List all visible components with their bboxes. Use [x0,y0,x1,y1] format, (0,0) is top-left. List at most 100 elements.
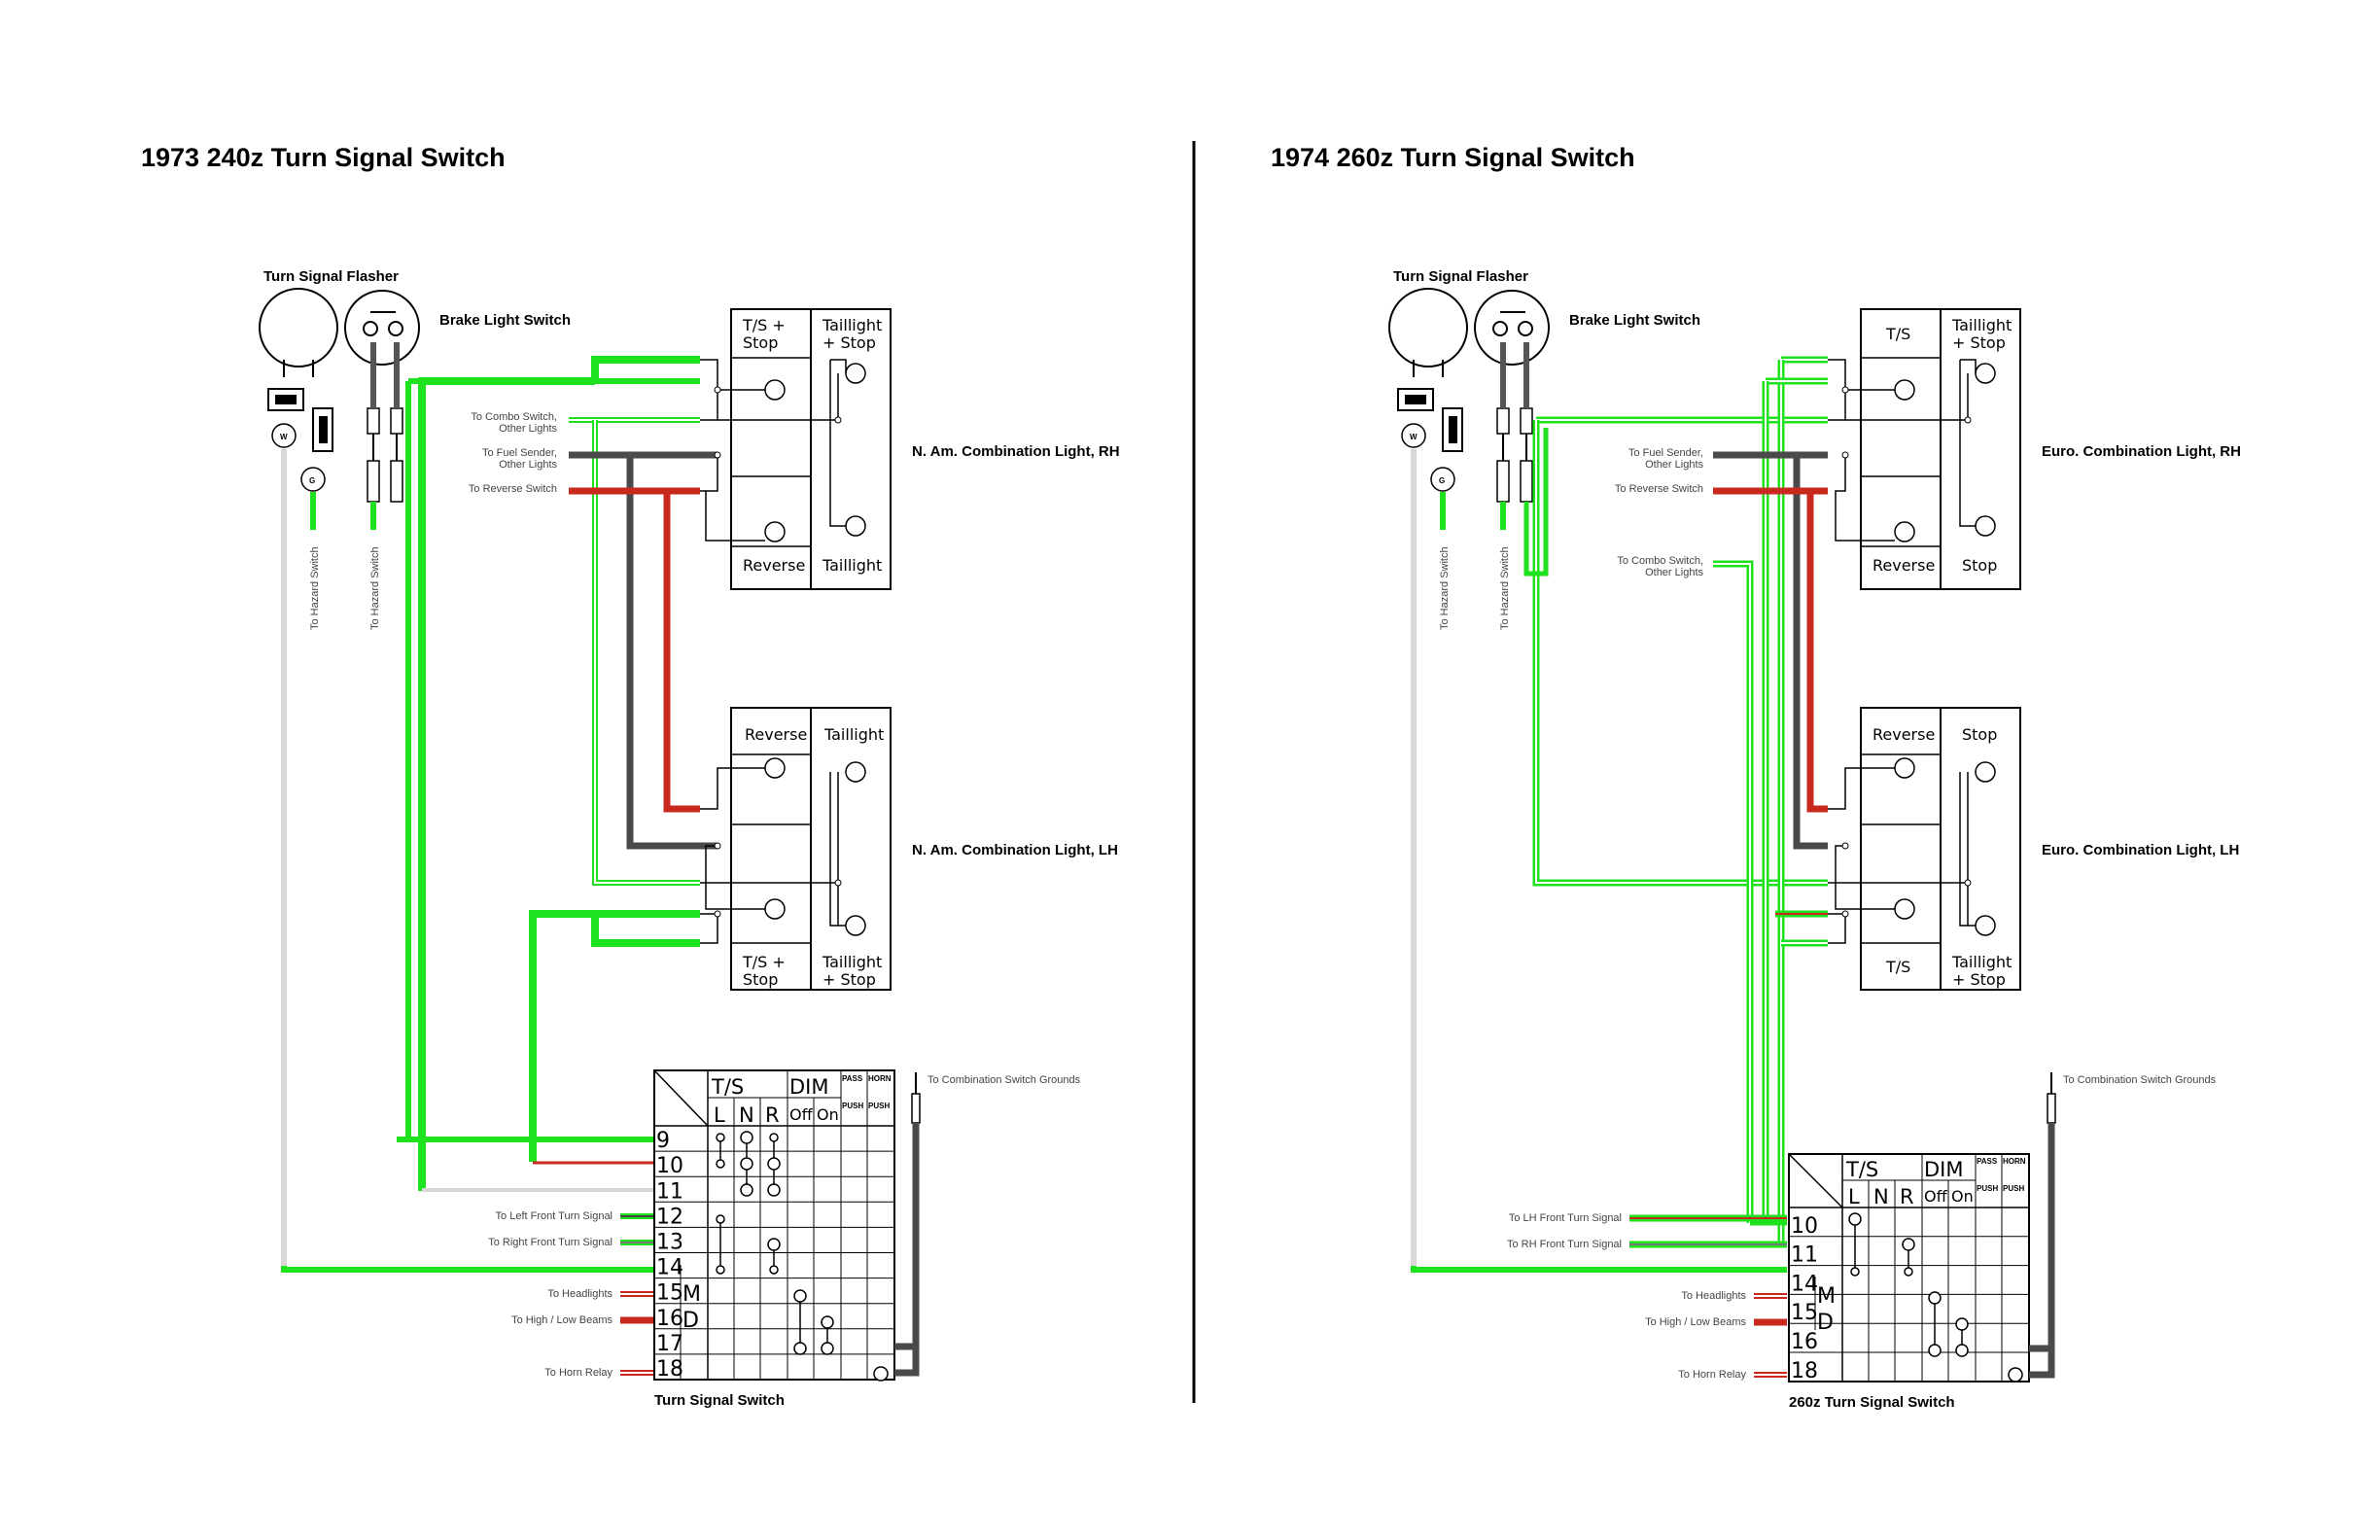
grid-row-number: 15 [656,1281,683,1306]
svg-text:To High / Low Beams: To High / Low Beams [511,1314,612,1326]
grid-row-number: 14 [656,1256,683,1280]
svg-text:W: W [280,433,288,441]
svg-text:R: R [1900,1185,1914,1208]
svg-text:Off: Off [1924,1187,1948,1206]
svg-text:D: D [1817,1311,1834,1335]
left-lh-label: N. Am. Combination Light, LH [912,842,1118,858]
left-lh-combination-light: Reverse Taillight T/S + Stop Taillight +… [700,707,892,991]
svg-text:Other Lights: Other Lights [499,423,557,435]
svg-text:To Hazard Switch: To Hazard Switch [369,546,381,630]
grid-row-number: 12 [656,1205,683,1229]
svg-text:Taillight: Taillight [823,725,884,744]
svg-text:To Combination Switch Grounds: To Combination Switch Grounds [928,1074,1081,1086]
svg-text:Taillight: Taillight [822,556,882,575]
svg-text:Off: Off [789,1105,814,1124]
svg-text:Turn Signal Flasher: Turn Signal Flasher [1393,268,1528,285]
right-brake-switch [1474,290,1550,366]
svg-text:To Headlights: To Headlights [1681,1290,1746,1302]
svg-text:W: W [1410,433,1418,441]
svg-text:Stop: Stop [743,970,778,989]
svg-text:Taillight: Taillight [1951,953,2012,971]
svg-text:Taillight: Taillight [1951,316,2012,334]
left-flasher-label: Turn Signal Flasher [263,268,399,285]
grid-row-number: 11 [656,1179,683,1204]
svg-text:HORN: HORN [2003,1157,2026,1166]
grid-row-number: 18 [656,1357,683,1382]
svg-text:DIM: DIM [789,1075,828,1099]
svg-text:+ Stop: + Stop [1952,333,2006,352]
svg-text:L: L [1848,1185,1860,1208]
svg-text:To RH Front Turn Signal: To RH Front Turn Signal [1507,1239,1622,1250]
svg-text:On: On [817,1105,839,1124]
grid-row-number: 17 [656,1332,683,1356]
grid-row-number: 9 [656,1129,670,1153]
svg-text:Stop: Stop [1962,725,1997,744]
grid-row-number: 16 [656,1307,683,1331]
svg-text:To Hazard Switch: To Hazard Switch [1439,546,1451,630]
svg-text:T/S: T/S [1885,325,1910,343]
svg-text:To Combination Switch Grounds: To Combination Switch Grounds [2063,1074,2217,1086]
svg-text:To Horn Relay: To Horn Relay [1678,1369,1746,1381]
right-lh-combination-light: Reverse Stop T/S Taillight + Stop [1828,707,2021,991]
svg-text:PASS: PASS [842,1074,863,1083]
left-switch-label: Turn Signal Switch [654,1392,785,1409]
right-rh-label: Euro. Combination Light, RH [2042,443,2241,460]
svg-text:HORN: HORN [868,1074,892,1083]
svg-text:D: D [682,1309,699,1333]
svg-text:To Headlights: To Headlights [547,1288,612,1300]
grid-row-number: 16 [1791,1330,1818,1354]
right-switch-label: 260z Turn Signal Switch [1789,1394,1955,1411]
svg-text:T/S: T/S [1885,958,1910,976]
svg-text:PUSH: PUSH [1977,1184,1998,1193]
svg-text:To Combo Switch,: To Combo Switch, [1617,555,1703,567]
left-brake-switch [344,290,420,366]
svg-text:DIM: DIM [1924,1158,1963,1181]
svg-text:To Reverse Switch: To Reverse Switch [1615,483,1703,495]
left-rh-combination-light: T/S + Stop Taillight + Stop Reverse Tail… [700,308,892,590]
svg-text:T/S +: T/S + [742,953,786,971]
svg-text:To Horn Relay: To Horn Relay [544,1367,612,1379]
grid-row-number: 18 [1791,1359,1818,1383]
svg-text:M: M [1817,1284,1836,1309]
svg-text:R: R [765,1103,780,1127]
svg-text:Stop: Stop [743,333,778,352]
grid-row-number: 14 [1791,1272,1818,1296]
svg-text:T/S: T/S [711,1075,744,1099]
left-brake-label: Brake Light Switch [439,312,571,329]
svg-text:T/S +: T/S + [742,316,786,334]
svg-text:Reverse: Reverse [1872,556,1935,575]
grid-row-number: 13 [656,1231,683,1255]
left-turn-signal-switch: T/S DIM PASS HORN PUSH PUSH L N R Off On… [653,1069,895,1382]
svg-text:PUSH: PUSH [868,1102,890,1110]
svg-text:PASS: PASS [1977,1157,1998,1166]
left-diagram: 1973 240z Turn Signal Switch Turn Signal… [141,143,1120,1409]
svg-text:On: On [1951,1187,1974,1206]
svg-text:Reverse: Reverse [1872,725,1935,744]
svg-text:To Hazard Switch: To Hazard Switch [309,546,321,630]
svg-text:Reverse: Reverse [745,725,807,744]
grid-row-number: 11 [1791,1243,1818,1268]
svg-text:Reverse: Reverse [743,556,805,575]
svg-text:PUSH: PUSH [2003,1184,2024,1193]
svg-text:T/S: T/S [1845,1158,1878,1181]
right-title: 1974 260z Turn Signal Switch [1271,143,1635,172]
svg-text:N: N [739,1103,754,1127]
right-flasher [1388,288,1468,368]
grid-row-number: 10 [1791,1214,1818,1239]
svg-text:Other Lights: Other Lights [1645,459,1703,471]
grid-row-number: 15 [1791,1301,1818,1325]
svg-text:To Right Front Turn Signal: To Right Front Turn Signal [488,1237,612,1248]
svg-text:G: G [309,476,315,485]
svg-text:To LH Front Turn Signal: To LH Front Turn Signal [1509,1212,1622,1224]
left-flasher [259,288,338,368]
grid-row-number: 10 [656,1154,683,1178]
right-diagram: 1974 260z Turn Signal Switch Turn Signal… [1271,143,2241,1411]
svg-text:Brake Light Switch: Brake Light Switch [1569,312,1700,329]
svg-text:+ Stop: + Stop [822,970,876,989]
left-title: 1973 240z Turn Signal Switch [141,143,506,172]
svg-text:Stop: Stop [1962,556,1997,575]
right-turn-signal-switch: T/S DIM PASS HORN PUSH PUSH L N R Off On… [1788,1153,2030,1383]
svg-text:+ Stop: + Stop [822,333,876,352]
svg-text:To Fuel Sender,: To Fuel Sender, [482,447,557,459]
